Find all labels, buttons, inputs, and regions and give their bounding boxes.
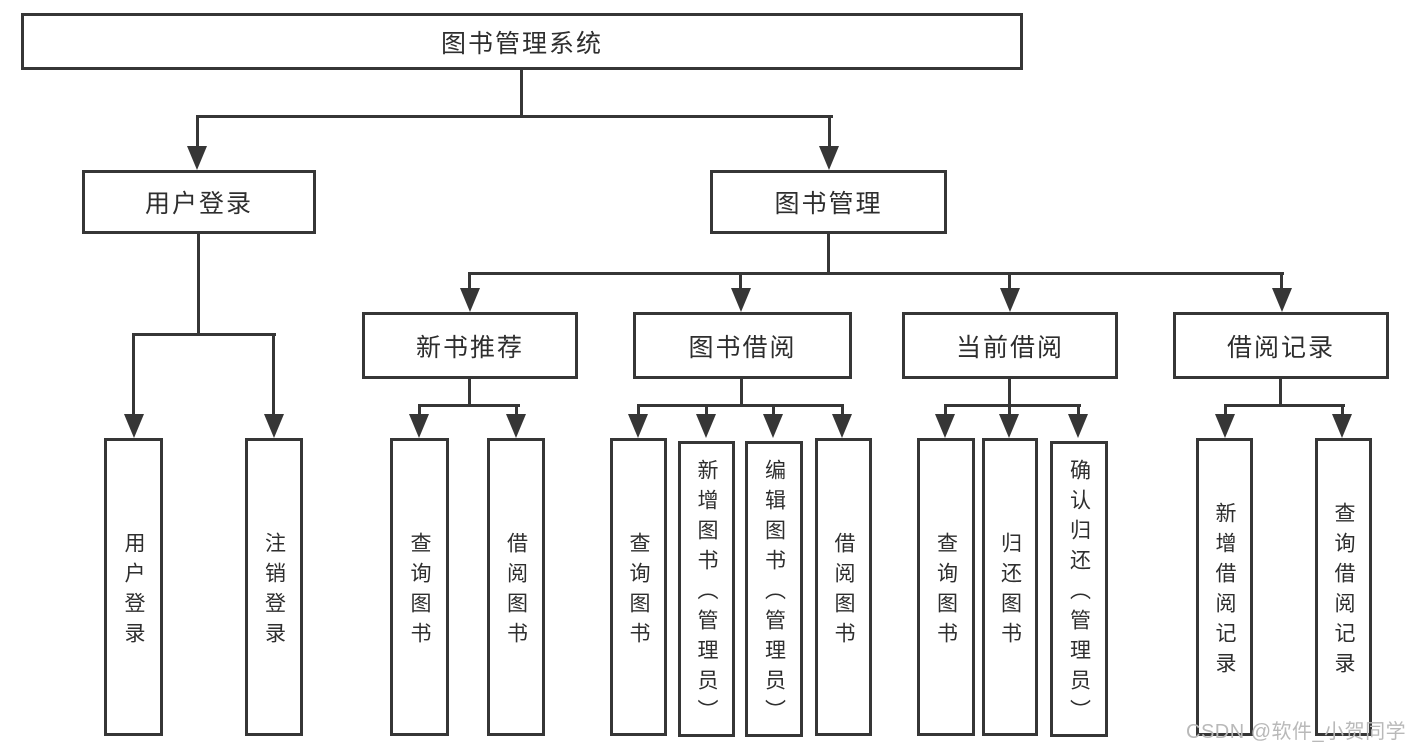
leaf-borrow-books: 借阅图书	[815, 438, 872, 736]
leaf-label: 确认归还（管理员）	[1067, 458, 1091, 729]
connector-line	[1224, 404, 1345, 407]
leaf-search-books-current: 查询图书	[917, 438, 975, 736]
arrow-down-icon	[460, 288, 480, 312]
leaf-return-books: 归还图书	[982, 438, 1038, 736]
arrow-down-icon	[935, 414, 955, 438]
leaf-label: 借阅图书	[832, 531, 855, 652]
node-library-management-system: 图书管理系统	[21, 13, 1023, 70]
node-new-book-recommendation: 新书推荐	[362, 312, 578, 379]
connector-line	[197, 234, 200, 336]
leaf-add-borrow-record: 新增借阅记录	[1196, 438, 1253, 736]
leaf-label: 归还图书	[998, 531, 1022, 652]
leaf-label: 借阅图书	[504, 531, 528, 652]
connector-line	[705, 404, 708, 417]
connector-line	[468, 379, 471, 406]
arrow-down-icon	[409, 414, 429, 438]
connector-line	[1341, 404, 1344, 417]
arrow-down-icon	[1332, 414, 1352, 438]
leaf-add-book-admin: 新增图书（管理员）	[678, 441, 735, 737]
connector-line	[637, 404, 640, 417]
connector-line	[418, 404, 520, 407]
arrow-down-icon	[124, 414, 144, 438]
connector-line	[468, 272, 471, 291]
connector-line	[196, 115, 199, 149]
connector-line	[944, 404, 1081, 407]
connector-line	[515, 404, 518, 417]
leaf-search-borrow-record: 查询借阅记录	[1315, 438, 1372, 736]
connector-line	[841, 404, 844, 417]
leaf-label: 新增借阅记录	[1213, 501, 1236, 682]
leaf-label: 注销登录	[262, 531, 286, 652]
leaf-label: 新增图书（管理员）	[695, 458, 718, 729]
leaf-label: 查询图书	[934, 531, 958, 652]
connector-line	[772, 404, 775, 417]
arrow-down-icon	[264, 414, 284, 438]
arrow-down-icon	[731, 288, 751, 312]
arrow-down-icon	[628, 414, 648, 438]
watermark: CSDN @软件_小贺同学	[1186, 721, 1405, 743]
arrow-down-icon	[819, 146, 839, 170]
connector-line	[196, 115, 833, 118]
connector-line	[740, 379, 743, 406]
arrow-down-icon	[506, 414, 526, 438]
connector-line	[1224, 404, 1227, 417]
arrow-down-icon	[999, 414, 1019, 438]
leaf-label: 编辑图书（管理员）	[762, 458, 786, 729]
connector-line	[1008, 272, 1011, 291]
connector-line	[637, 404, 844, 407]
connector-line	[1008, 379, 1011, 406]
connector-line	[132, 333, 276, 336]
connector-line	[944, 404, 947, 417]
connector-line	[418, 404, 421, 417]
arrow-down-icon	[1272, 288, 1292, 312]
connector-line	[827, 234, 830, 275]
arrow-down-icon	[832, 414, 852, 438]
leaf-logout: 注销登录	[245, 438, 303, 736]
connector-line	[739, 272, 742, 291]
leaf-label: 查询借阅记录	[1332, 501, 1355, 682]
leaf-edit-book-admin: 编辑图书（管理员）	[745, 441, 803, 737]
connector-line	[469, 272, 1284, 275]
arrow-down-icon	[1068, 414, 1088, 438]
connector-line	[828, 115, 831, 149]
leaf-search-books-recommend: 查询图书	[390, 438, 449, 736]
connector-line	[1008, 404, 1011, 417]
leaf-label: 查询图书	[627, 531, 650, 652]
connector-line	[1279, 379, 1282, 406]
leaf-label: 查询图书	[408, 531, 431, 652]
arrow-down-icon	[696, 414, 716, 438]
leaf-borrow-books-recommend: 借阅图书	[487, 438, 545, 736]
node-current-borrowing: 当前借阅	[902, 312, 1118, 379]
arrow-down-icon	[1215, 414, 1235, 438]
node-user-login: 用户登录	[82, 170, 316, 234]
leaf-user-login: 用户登录	[104, 438, 163, 736]
arrow-down-icon	[1000, 288, 1020, 312]
connector-line	[272, 333, 275, 417]
leaf-search-books-borrow: 查询图书	[610, 438, 667, 736]
connector-line	[132, 333, 135, 417]
connector-line	[1280, 272, 1283, 291]
node-book-borrowing: 图书借阅	[633, 312, 852, 379]
node-book-management: 图书管理	[710, 170, 947, 234]
arrow-down-icon	[763, 414, 783, 438]
arrow-down-icon	[187, 146, 207, 170]
leaf-label: 用户登录	[122, 531, 145, 652]
connector-line	[520, 70, 523, 118]
connector-line	[1077, 404, 1080, 417]
leaf-confirm-return-admin: 确认归还（管理员）	[1050, 441, 1108, 737]
node-borrowing-records: 借阅记录	[1173, 312, 1389, 379]
